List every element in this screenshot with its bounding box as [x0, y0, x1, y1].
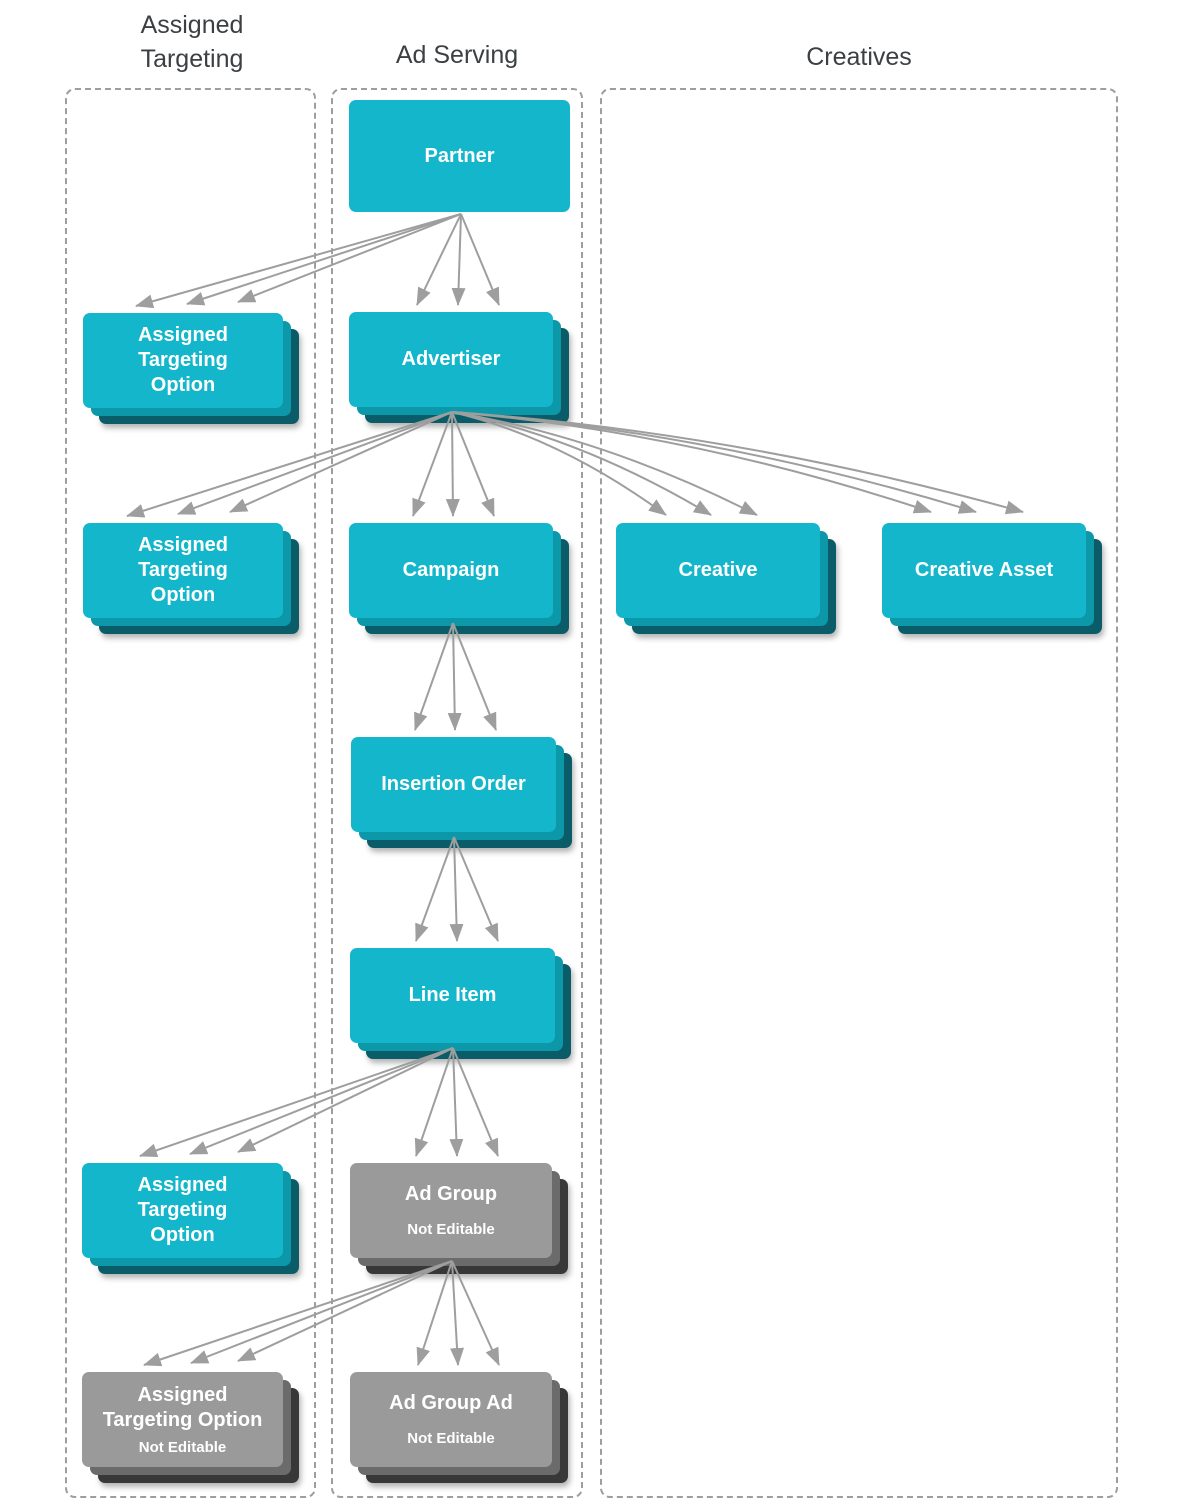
node-label: Assigned Targeting Option	[102, 1383, 263, 1431]
node-sublabel-not-editable: Not Editable	[407, 1221, 495, 1238]
node-partner-label: Partner	[424, 144, 495, 167]
column-title-assigned-targeting: Assigned Targeting	[140, 11, 244, 73]
node-label: Assigned Targeting Option	[137, 1174, 228, 1246]
node-assigned-targeting-option-2: Assigned Targeting Option	[83, 523, 283, 618]
node-label: Assigned Targeting Option	[137, 534, 229, 606]
node-label: Advertiser	[401, 348, 501, 370]
node-label: Ad Group	[404, 1183, 498, 1205]
node-label: Insertion Order	[381, 773, 526, 795]
node-creative-asset: Creative Asset	[882, 523, 1086, 618]
node-ad-group: Ad Group Not Editable	[350, 1163, 552, 1258]
node-assigned-targeting-option-1: Assigned Targeting Option	[83, 313, 283, 408]
node-label: Ad Group Ad	[389, 1392, 513, 1414]
node-ad-group-ad: Ad Group Ad Not Editable	[350, 1372, 552, 1467]
column-title-ad-serving: Ad Serving	[395, 41, 519, 69]
node-sublabel-not-editable: Not Editable	[138, 1438, 227, 1456]
column-title-creatives: Creatives	[806, 43, 912, 71]
node-label: Line Item	[408, 984, 497, 1006]
node-assigned-targeting-option-4: Assigned Targeting Option Not Editable	[82, 1372, 283, 1467]
node-assigned-targeting-option-3: Assigned Targeting Option	[82, 1163, 283, 1258]
node-label: Assigned Targeting Option	[137, 324, 229, 396]
node-creative: Creative	[616, 523, 820, 618]
column-creatives	[600, 88, 1118, 1498]
node-line-item: Line Item	[350, 948, 555, 1043]
node-advertiser: Advertiser	[349, 312, 553, 407]
node-partner: Partner	[349, 100, 570, 212]
node-label: Campaign	[402, 559, 500, 581]
column-assigned-targeting	[65, 88, 316, 1498]
node-sublabel-not-editable: Not Editable	[407, 1430, 495, 1447]
node-label: Creative Asset	[914, 559, 1054, 581]
node-label: Creative	[678, 559, 758, 581]
node-campaign: Campaign	[349, 523, 553, 618]
node-insertion-order: Insertion Order	[351, 737, 556, 832]
column-ad-serving	[331, 88, 583, 1498]
